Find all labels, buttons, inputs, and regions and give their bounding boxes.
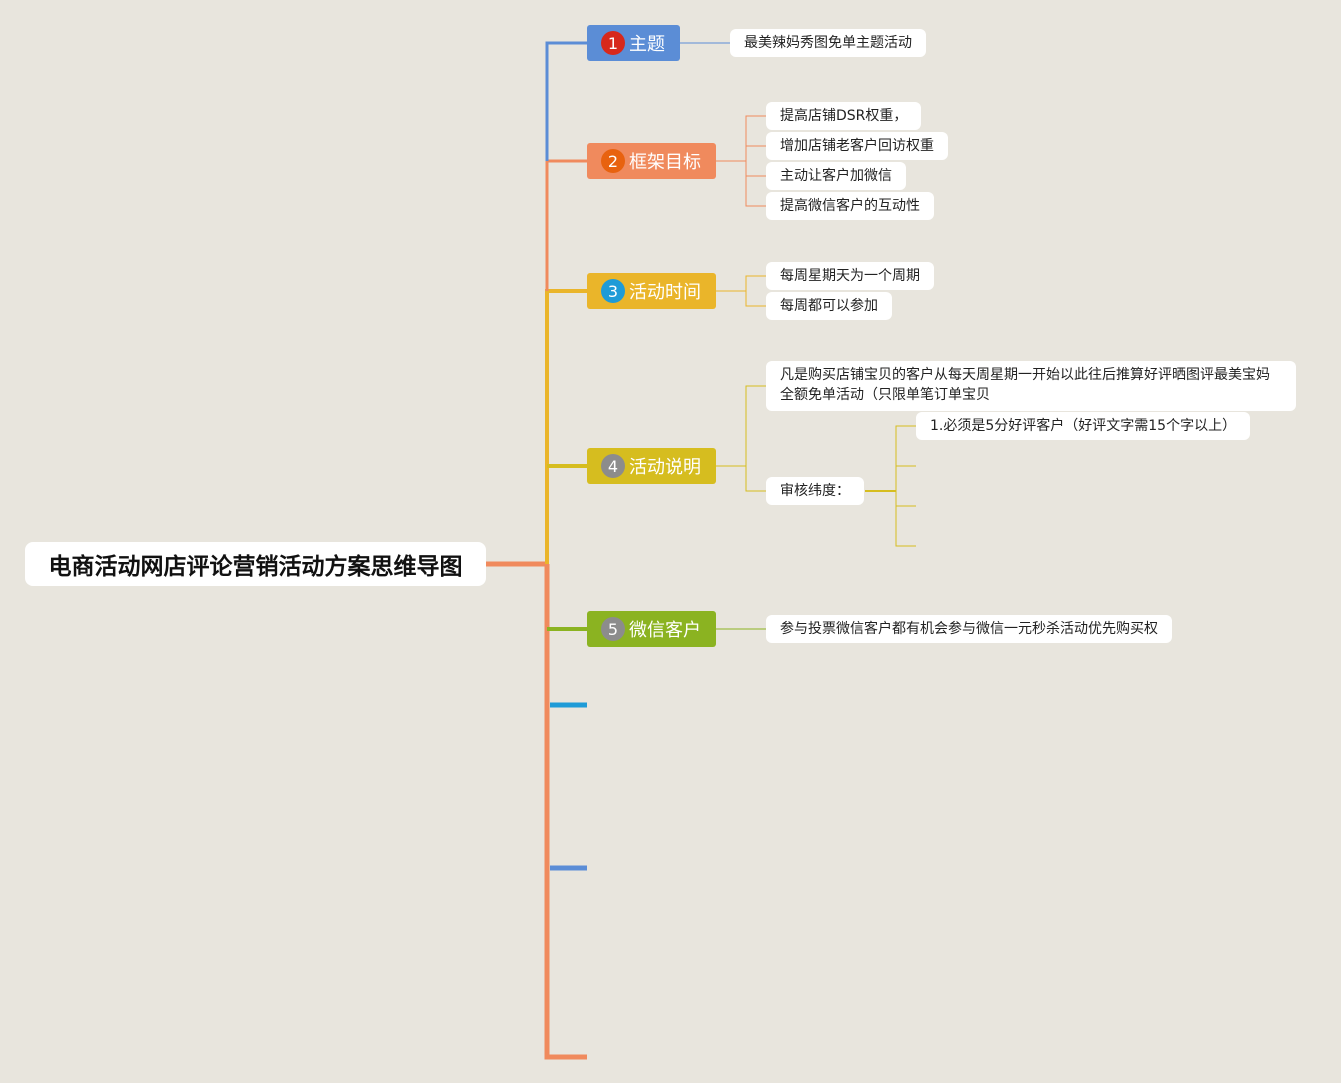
leaf-topic[interactable]: 1.必须是5分好评客户（好评文字需15个字以上）	[916, 412, 1251, 440]
branch-topic-5[interactable]: 5 微信客户	[587, 611, 716, 647]
leaf-topic[interactable]: 主动让客户加微信	[766, 162, 906, 190]
root-title: 电商活动网店评论营销活动方案思维导图	[48, 554, 463, 580]
branch-label: 活动说明	[629, 457, 701, 478]
branch-topic-4[interactable]: 4 活动说明	[587, 448, 716, 484]
branch-label: 微信客户	[629, 620, 701, 641]
leaf-text: 参与投票微信客户都有机会参与微信一元秒杀活动优先购买权	[780, 621, 1158, 637]
leaf-topic[interactable]: 每周星期天为一个周期	[766, 262, 934, 290]
leaf-topic[interactable]: 增加店铺老客户回访权重	[766, 132, 948, 160]
number-badge: 5	[601, 617, 625, 641]
leaf-text: 增加店铺老客户回访权重	[780, 138, 934, 154]
number-badge: 3	[601, 279, 625, 303]
leaf-topic[interactable]: 每周都可以参加	[766, 292, 892, 320]
leaf-review-dimension[interactable]: 审核纬度：	[766, 477, 864, 505]
leaf-text: 审核纬度：	[780, 483, 850, 499]
leaf-text: 提高店铺DSR权重，	[780, 108, 908, 124]
branch-topic-2[interactable]: 2 框架目标	[587, 143, 716, 179]
number-badge: 4	[601, 454, 625, 478]
leaf-topic-multiline[interactable]: 凡是购买店铺宝贝的客户从每天周星期一开始以此往后推算好评晒图评最美宝妈 全额免单…	[766, 361, 1296, 411]
branch-topic-3[interactable]: 3 活动时间	[587, 273, 716, 309]
leaf-text: 最美辣妈秀图免单主题活动	[744, 35, 912, 51]
leaf-text: 提高微信客户的互动性	[780, 198, 920, 214]
leaf-text-line: 凡是购买店铺宝贝的客户从每天周星期一开始以此往后推算好评晒图评最美宝妈	[780, 367, 1270, 383]
branch-topic-1[interactable]: 1 主题	[587, 25, 680, 61]
leaf-topic[interactable]: 参与投票微信客户都有机会参与微信一元秒杀活动优先购买权	[766, 615, 1172, 643]
leaf-text-line: 全额免单活动（只限单笔订单宝贝	[780, 387, 990, 403]
branch-label: 活动时间	[629, 282, 701, 303]
leaf-text: 每周都可以参加	[780, 298, 878, 314]
leaf-topic[interactable]: 提高店铺DSR权重，	[766, 102, 922, 130]
number-badge: 1	[601, 31, 625, 55]
leaf-topic[interactable]: 最美辣妈秀图免单主题活动	[730, 29, 926, 57]
root-topic[interactable]: 电商活动网店评论营销活动方案思维导图	[25, 542, 486, 586]
number-badge: 2	[601, 149, 625, 173]
leaf-text: 主动让客户加微信	[780, 168, 892, 184]
leaf-topic[interactable]: 提高微信客户的互动性	[766, 192, 934, 220]
branch-label: 框架目标	[629, 152, 701, 173]
leaf-text: 1.必须是5分好评客户（好评文字需15个字以上）	[930, 418, 1237, 434]
leaf-text: 每周星期天为一个周期	[780, 268, 920, 284]
branch-label: 主题	[629, 34, 665, 55]
